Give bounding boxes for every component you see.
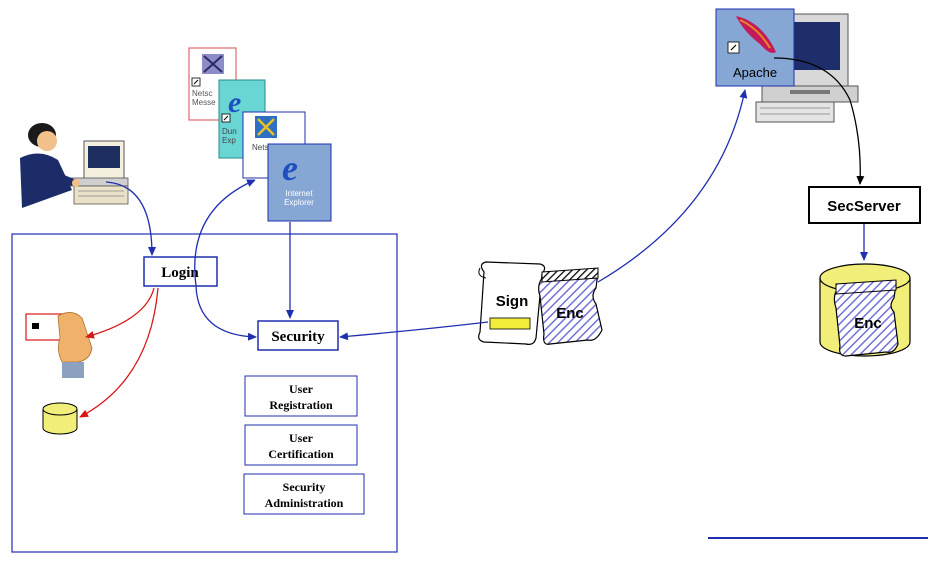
security-box: Security: [257, 320, 339, 351]
security-administration-box: Security Administration: [243, 473, 365, 515]
security-administration-label-2: Administration: [265, 496, 344, 510]
login-label: Login: [161, 265, 199, 281]
sign-to-security-arrow: [339, 321, 489, 341]
svg-text:e: e: [282, 148, 298, 188]
internet-explorer-label-1: Internet: [285, 189, 313, 198]
svg-text:e: e: [228, 86, 241, 119]
user-registration-label-2: Registration: [269, 398, 333, 412]
user-at-computer-icon: [20, 123, 129, 208]
netscape-messenger-label-1: Netsc: [192, 89, 212, 98]
sign-label: Sign: [496, 293, 529, 310]
enc-db-label: Enc: [854, 315, 882, 332]
user-certification-box: User Certification: [244, 424, 358, 466]
sign-scroll-icon: Sign: [478, 261, 546, 345]
server-database-icon: Enc: [819, 263, 911, 357]
netscape-messenger-label-2: Messe: [192, 98, 216, 107]
user-certification-label-2: Certification: [268, 447, 334, 461]
user-registration-label-1: User: [289, 382, 314, 396]
apache-label: Apache: [733, 65, 777, 80]
login-to-browser-arrow: [194, 179, 256, 287]
enc-scroll-icon: Enc: [538, 267, 603, 345]
dun-explorer-label-2: Exp: [222, 136, 236, 145]
apache-icon: Apache: [715, 8, 795, 87]
security-administration-label-1: Security: [283, 480, 326, 494]
secserver-box: SecServer: [808, 186, 921, 224]
client-boundary-box: [11, 233, 398, 553]
apache-to-secserver-arrow: [773, 57, 865, 185]
enc-to-apache-arrow: [597, 89, 748, 283]
user-certification-label-1: User: [289, 431, 314, 445]
secserver-label: SecServer: [827, 198, 901, 215]
enc-scroll-label: Enc: [556, 305, 584, 322]
internet-explorer-icon: e Internet Explorer: [267, 143, 332, 222]
netscape-label: Nets: [252, 143, 268, 152]
user-registration-box: User Registration: [244, 375, 358, 417]
smart-card-icon: [25, 312, 93, 378]
user-to-login-arrow: [105, 181, 156, 256]
local-database-icon: [42, 402, 78, 435]
login-to-smartcard-arrow: [85, 287, 155, 339]
login-to-security-arrow: [195, 285, 257, 341]
dun-explorer-label-1: Dun: [222, 127, 237, 136]
internet-explorer-label-2: Explorer: [284, 198, 314, 207]
security-label: Security: [271, 329, 325, 345]
login-to-database-arrow: [79, 287, 159, 418]
login-box: Login: [143, 256, 218, 287]
